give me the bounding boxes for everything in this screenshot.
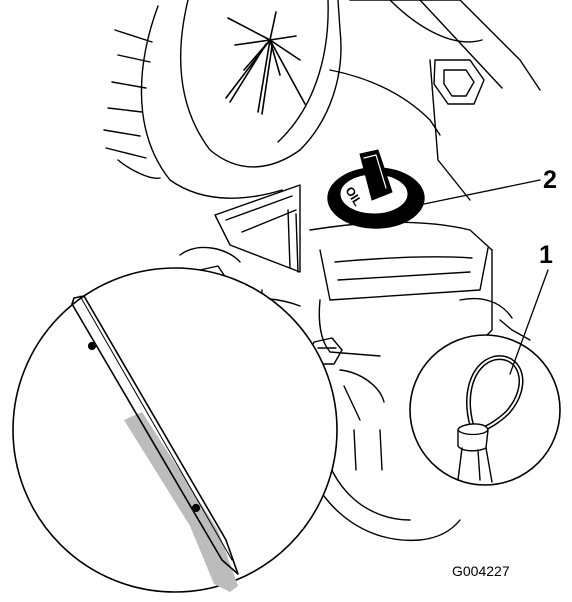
dipstick-add-mark <box>192 504 199 511</box>
dipstick-loop-zoom-circle <box>410 335 560 485</box>
callout-2-leader <box>424 180 540 204</box>
callout-number-1: 1 <box>539 243 553 268</box>
figure-id: G004227 <box>452 563 510 579</box>
oil-fill-cap: OIL <box>328 150 424 228</box>
callout-number-2: 2 <box>543 168 557 193</box>
fan-star <box>226 12 305 114</box>
dipstick-tube <box>458 424 488 451</box>
dipstick-zoom-circle <box>13 268 337 592</box>
dipstick-full-mark <box>88 342 95 349</box>
